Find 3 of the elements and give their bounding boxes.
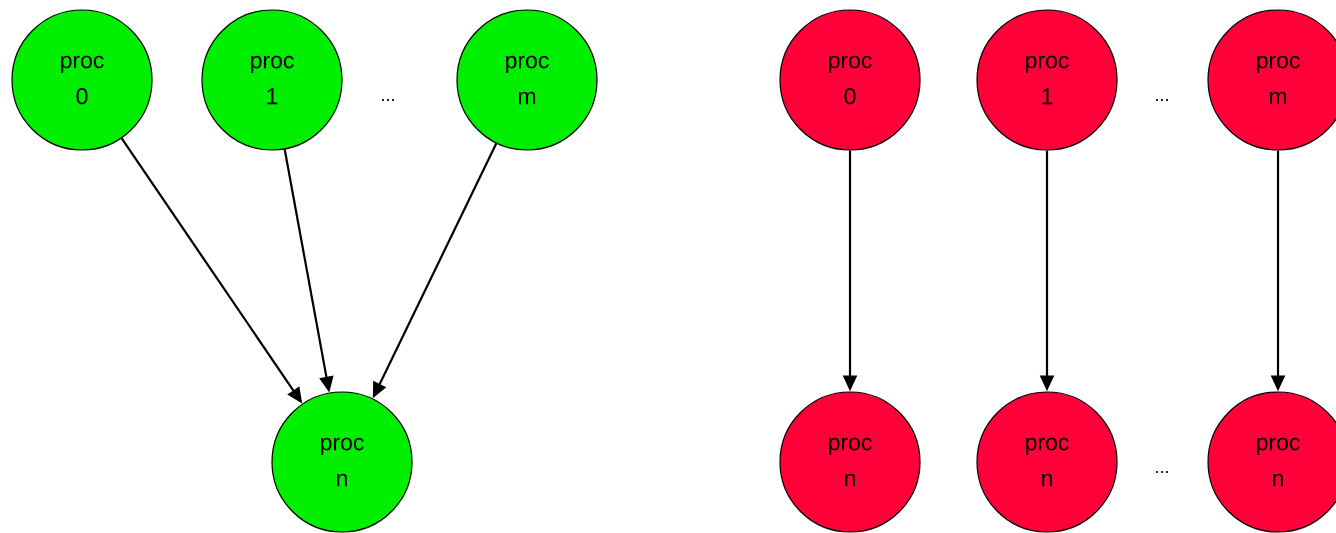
- ellipsis: ...: [382, 99, 394, 101]
- ellipsis: ...: [1156, 99, 1168, 101]
- ellipsis: ...: [1156, 471, 1168, 473]
